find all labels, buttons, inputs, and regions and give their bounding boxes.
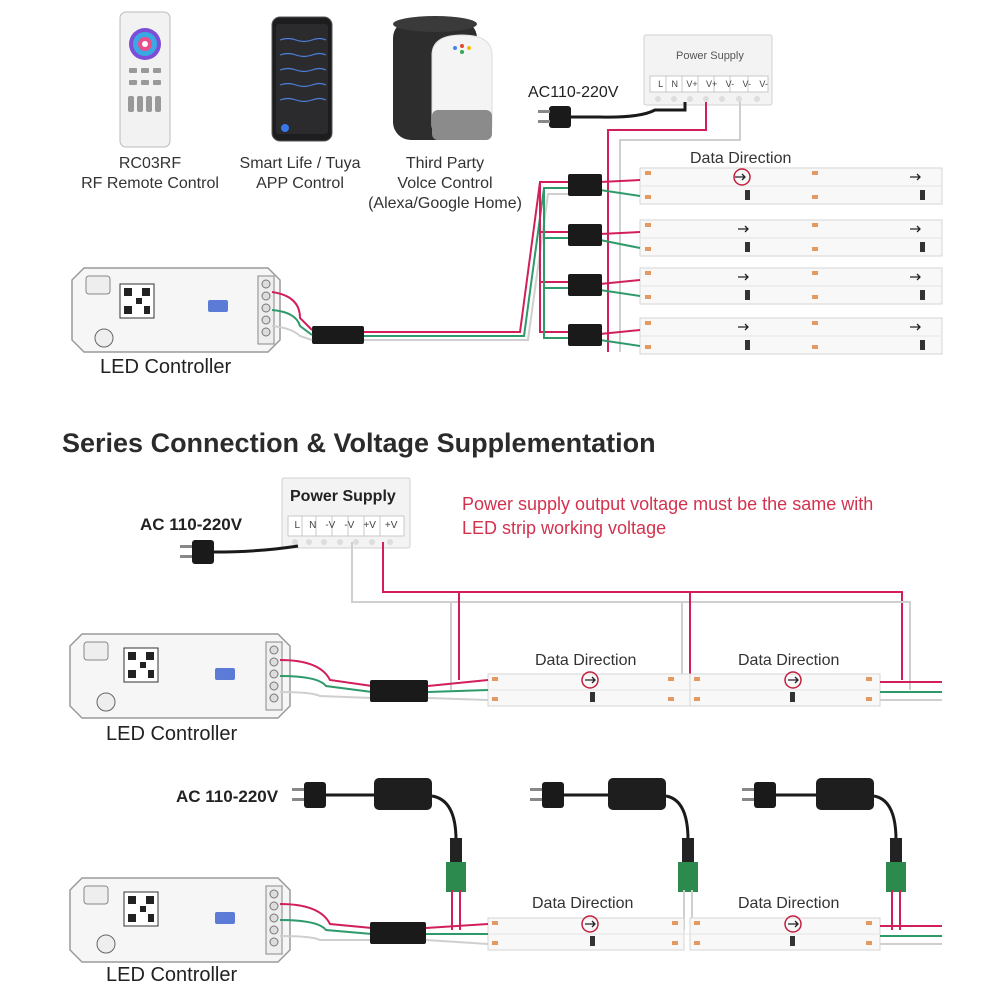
voice-line2: Volce Control [397, 175, 493, 192]
remote-desc: RF Remote Control [81, 175, 219, 192]
terminal-label: L [294, 520, 301, 531]
voice-line3: (Alexa/Google Home) [368, 195, 522, 212]
ac-label-adapter: AC 110-220V [176, 787, 279, 806]
ac-plug-series [180, 540, 299, 564]
smart-speaker-icon [393, 16, 493, 140]
ps-terminals-top: L N V+ V+ V- V- V- [654, 79, 772, 89]
jst-connector-series [370, 680, 428, 702]
data-direction-top: Data Direction [690, 150, 792, 167]
controller-label-series: LED Controller [106, 723, 238, 745]
terminal-label: +V [363, 520, 376, 531]
ac-label-series: AC 110-220V [140, 515, 243, 534]
terminal-label: V+ [705, 79, 718, 89]
app-caption: Smart Life / Tuya APP Control [230, 154, 370, 194]
phone-app-icon [271, 16, 333, 142]
controller-label-adapter: LED Controller [106, 964, 238, 986]
voice-caption: Third Party Volce Control (Alexa/Google … [362, 154, 528, 214]
jst-connector-adapter [370, 922, 426, 944]
terminal-label: N [309, 520, 317, 531]
rf-remote-icon [119, 11, 171, 148]
voice-line1: Third Party [405, 155, 485, 172]
power-supply-top [643, 34, 773, 106]
data-direction-adapter-2: Data Direction [738, 895, 840, 912]
ps-terminals-series: L N -V -V +V +V [290, 520, 402, 531]
terminal-label: +V [384, 520, 398, 531]
led-strip-adapter [487, 915, 881, 951]
power-supply-label-top: Power Supply [676, 50, 744, 62]
app-name: Smart Life / Tuya [239, 155, 361, 172]
power-supply-label-series: Power Supply [290, 488, 396, 505]
ac-plug-top [538, 102, 687, 128]
terminal-label: V- [725, 79, 735, 89]
controller-label-top: LED Controller [100, 356, 232, 378]
data-direction-series-2: Data Direction [738, 652, 840, 669]
ac-label-top: AC110-220V [528, 84, 619, 101]
remote-caption: RC03RF RF Remote Control [80, 154, 220, 194]
terminal-label: L [658, 79, 664, 89]
data-direction-series-1: Data Direction [535, 652, 637, 669]
power-adapters [292, 778, 906, 892]
data-direction-adapter-1: Data Direction [532, 895, 634, 912]
terminal-label: N [671, 79, 679, 89]
remote-model: RC03RF [118, 155, 182, 172]
led-controller-top [71, 267, 313, 353]
led-controller-adapter [69, 877, 373, 963]
voltage-warning: Power supply output voltage must be the … [462, 492, 873, 540]
led-strip-top [639, 167, 943, 355]
terminal-label: V+ [686, 79, 698, 89]
jst-connectors-top [312, 174, 602, 346]
terminal-label: V- [742, 79, 751, 89]
warning-line2: LED strip working voltage [462, 518, 667, 538]
warning-line1: Power supply output voltage must be the … [462, 494, 874, 514]
led-controller-series [69, 633, 373, 719]
led-strip-series [487, 671, 881, 707]
terminal-label: V- [759, 79, 768, 89]
terminal-label: -V [325, 520, 336, 531]
power-supply-series [281, 477, 411, 549]
app-desc: APP Control [256, 175, 344, 192]
section-title: Series Connection & Voltage Supplementat… [62, 428, 656, 458]
terminal-label: -V [344, 520, 355, 531]
